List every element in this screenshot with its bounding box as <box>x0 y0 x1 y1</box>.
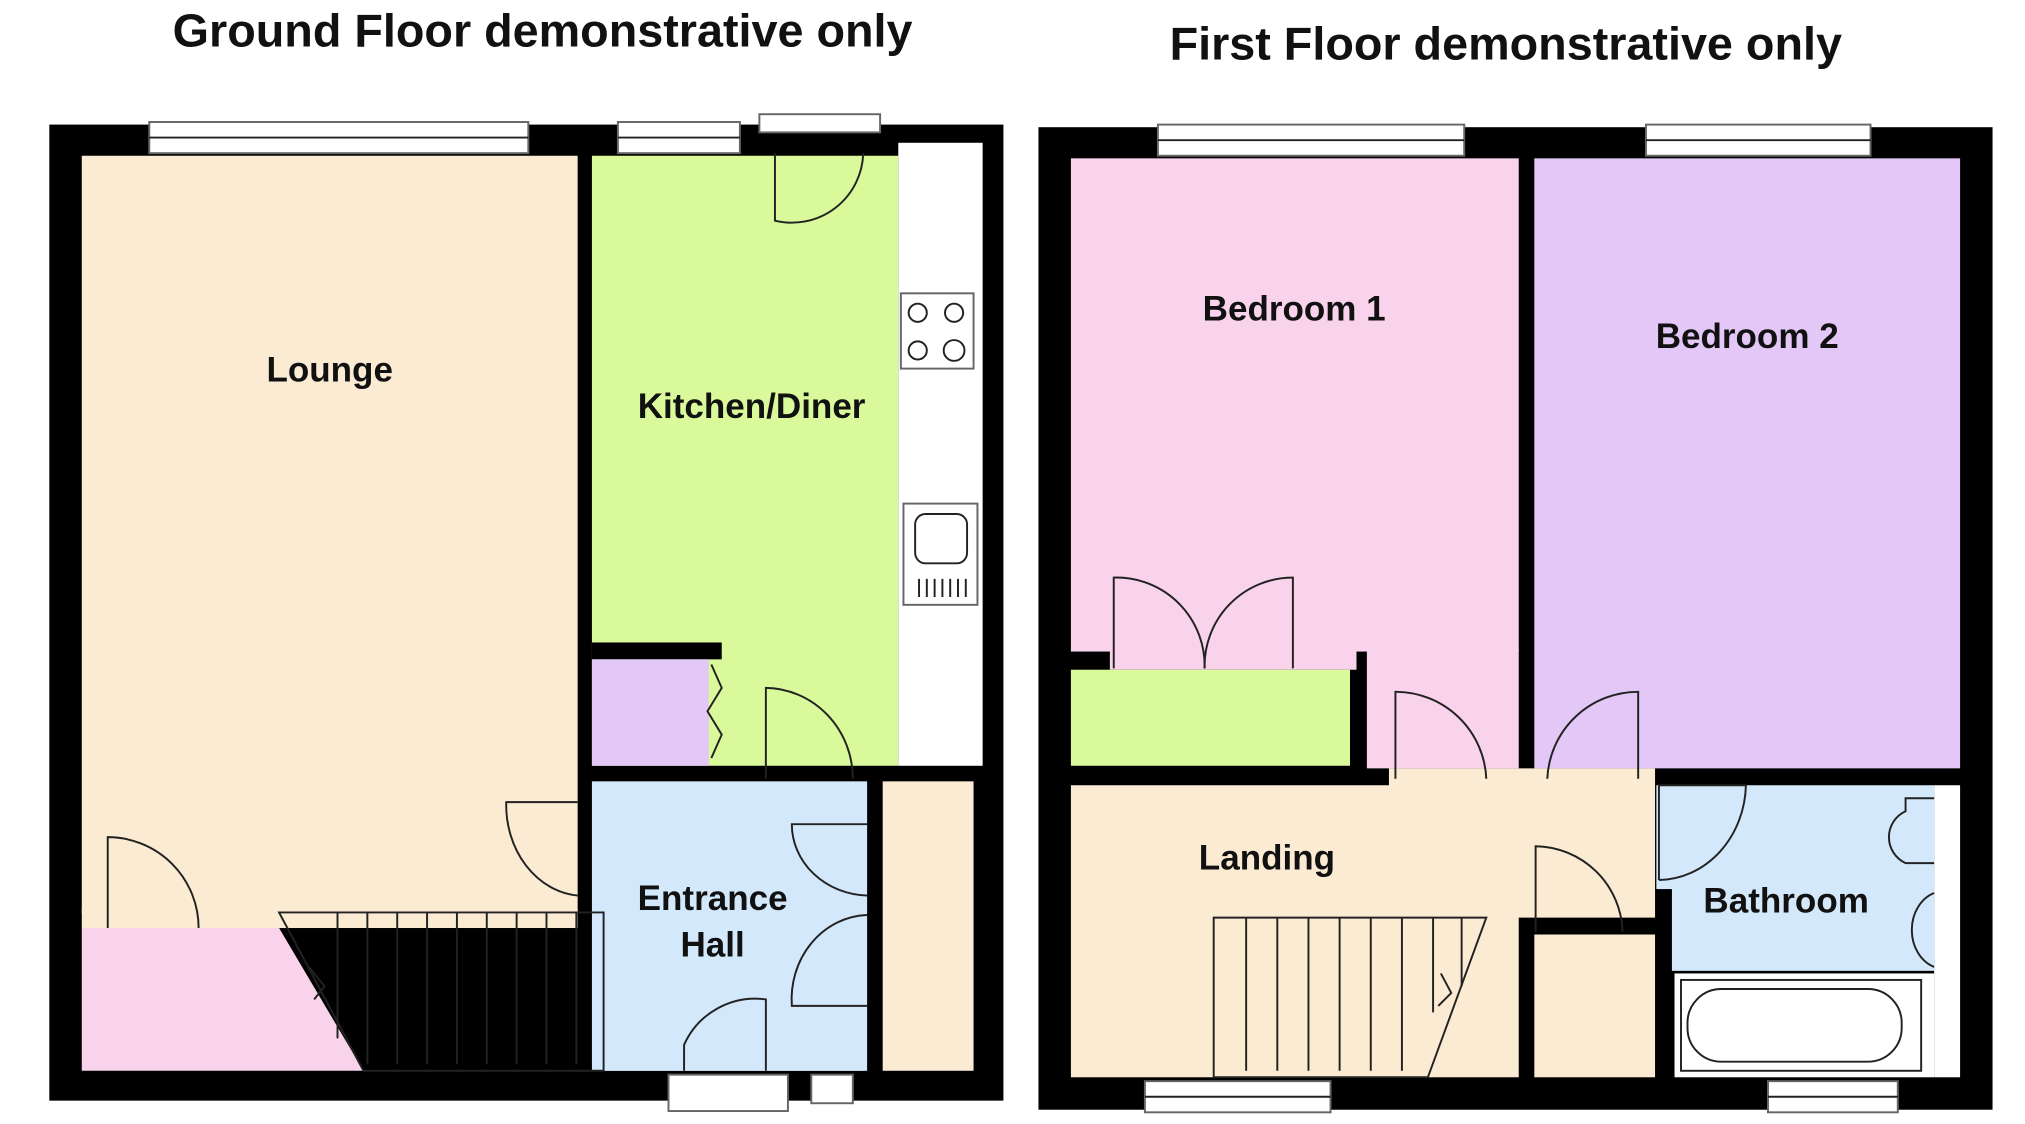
first-floor-title: First Floor demonstrative only <box>1170 18 1842 70</box>
basin-icon <box>1910 892 1935 968</box>
first-floor-plan: Bedroom 1 Bedroom 2 Landing Bathroom <box>1038 123 1993 1114</box>
ground-floor-plan: Lounge Kitchen/Diner Entrance Hall <box>49 113 1004 1112</box>
window <box>810 1073 854 1105</box>
bathroom-label: Bathroom <box>1703 881 1868 920</box>
landing-label: Landing <box>1199 839 1335 878</box>
bedroom2-room <box>1534 158 1961 769</box>
staircase <box>277 911 605 1072</box>
store-room <box>81 928 364 1071</box>
ground-floor-title: Ground Floor demonstrative only <box>173 5 913 57</box>
airing-cupboard <box>1534 934 1656 1078</box>
wardrobe-cupboard <box>1070 669 1350 766</box>
toilet-icon <box>1888 797 1935 865</box>
kitchen-label: Kitchen/Diner <box>638 387 866 426</box>
bath-area <box>1674 973 1935 1078</box>
hall-cupboard <box>882 781 974 1071</box>
back-door-frame <box>758 113 882 134</box>
door-swings <box>1112 576 1747 932</box>
kitchen-units <box>898 142 983 766</box>
bedroom1-room <box>1070 158 1519 652</box>
staircase <box>1212 916 1488 1079</box>
front-door-step <box>667 1073 789 1112</box>
understairs-cupboard <box>591 659 709 766</box>
lounge-label: Lounge <box>266 351 392 390</box>
bath-icon <box>1680 978 1923 1072</box>
bedroom1-label: Bedroom 1 <box>1203 290 1386 329</box>
lounge-room <box>81 155 578 929</box>
entrance-hall-label-line1: Entrance <box>638 879 788 918</box>
bedroom2-label: Bedroom 2 <box>1656 317 1839 356</box>
door-swings <box>106 153 868 1071</box>
entrance-hall-label-line2: Hall <box>681 926 745 965</box>
bathroom-room <box>1671 785 1935 971</box>
